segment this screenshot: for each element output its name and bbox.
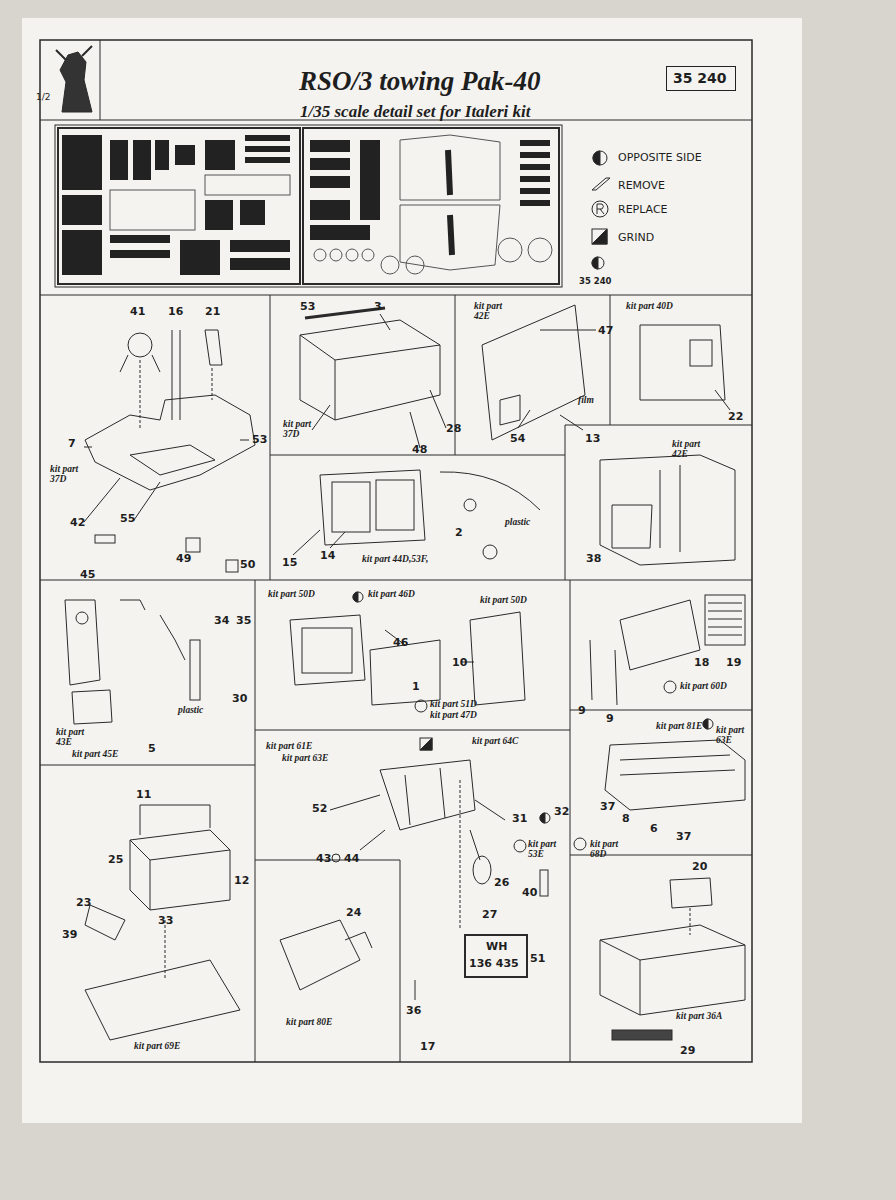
callout-number: 30	[232, 692, 247, 705]
callout-number: 11	[136, 788, 151, 801]
callout-number: 9	[578, 704, 586, 717]
callout-number: 13	[585, 432, 600, 445]
callout-number: 23	[76, 896, 91, 909]
kit-part-note: kit part 69E	[134, 1042, 180, 1052]
callout-number: 17	[420, 1040, 435, 1053]
callout-number: 33	[158, 914, 173, 927]
kit-part-note: kit part 37D	[50, 465, 95, 485]
callout-number: 39	[62, 928, 77, 941]
callout-number: 20	[692, 860, 707, 873]
sheet-title: RSO/3 towing Pak-40	[299, 66, 541, 97]
kit-part-note: kit part 68D	[590, 840, 630, 860]
kit-part-note: plastic	[505, 518, 530, 528]
callout-number: 54	[510, 432, 525, 445]
callout-number: 10	[452, 656, 467, 669]
legend-text: REMOVE	[618, 179, 665, 192]
callout-number: 2	[455, 526, 463, 539]
kit-part-note: kit part 63E	[716, 726, 750, 746]
kit-part-note: kit part 36A	[676, 1012, 722, 1022]
kit-part-note: kit part 51D	[430, 700, 477, 710]
callout-number: 44	[344, 852, 359, 865]
kit-part-note: kit part 50D	[268, 590, 315, 600]
kit-part-note: kit part 45E	[72, 750, 118, 760]
callout-number: 48	[412, 443, 427, 456]
kit-part-note: kit part 80E	[286, 1018, 332, 1028]
callout-number: 6	[650, 822, 658, 835]
callout-number: 49	[176, 552, 191, 565]
kit-part-note: kit part 43E	[56, 728, 96, 748]
callout-number: 1	[412, 680, 420, 693]
callout-number: 8	[622, 812, 630, 825]
callout-number: WH	[486, 940, 507, 953]
callout-number: 53	[300, 300, 315, 313]
callout-number: 25	[108, 853, 123, 866]
callout-number: 37	[600, 800, 615, 813]
callout-number: 29	[680, 1044, 695, 1057]
legend-text: REPLACE	[618, 203, 668, 216]
sheet-note: 1/35 scale detail set for Italeri kit	[300, 102, 530, 122]
code-box: 35 240	[666, 66, 736, 91]
callout-number: 22	[728, 410, 743, 423]
kit-part-note: kit part 53E	[528, 840, 568, 860]
callout-number: 28	[446, 422, 461, 435]
code-text: 35 240	[673, 70, 729, 86]
callout-number: 37	[676, 830, 691, 843]
callout-number: 24	[346, 906, 361, 919]
kit-part-note: kit part 63E	[282, 754, 328, 764]
kit-part-note: kit part 44D,53F,	[362, 555, 428, 565]
callout-number: 18	[694, 656, 709, 669]
kit-part-note: kit part 60D	[680, 682, 727, 692]
callout-number: 32	[554, 805, 569, 818]
callout-number: 40	[522, 886, 537, 899]
callout-number: 136 435	[469, 957, 519, 970]
kit-part-note: kit part 37D	[283, 420, 328, 440]
callout-number: 46	[393, 636, 408, 649]
callout-number: 3	[374, 300, 382, 313]
callout-number: 38	[586, 552, 601, 565]
callout-number: 51	[530, 952, 545, 965]
callout-number: 9	[606, 712, 614, 725]
callout-number: 42	[70, 516, 85, 529]
callout-number: 47	[598, 324, 613, 337]
callout-number: 7	[68, 437, 76, 450]
callout-number: 41	[130, 305, 145, 318]
kit-part-note: kit part 50D	[480, 596, 527, 606]
code-text: 35 240	[579, 276, 616, 286]
kit-part-note: kit part 61E	[266, 742, 312, 752]
sheet-note: 1/2	[36, 92, 50, 102]
callout-number: 36	[406, 1004, 421, 1017]
callout-number: 43	[316, 852, 331, 865]
callout-number: 5	[148, 742, 156, 755]
callout-number: 34	[214, 614, 229, 627]
callout-number: 53	[252, 433, 267, 446]
callout-number: 31	[512, 812, 527, 825]
callout-number: 12	[234, 874, 249, 887]
callout-number: 21	[205, 305, 220, 318]
kit-part-note: kit part 42E	[672, 440, 712, 460]
kit-part-note: kit part 46D	[368, 590, 415, 600]
kit-part-note: film	[578, 396, 594, 406]
kit-part-note: kit part 64C	[472, 737, 518, 747]
callout-number: 35	[236, 614, 251, 627]
callout-number: 15	[282, 556, 297, 569]
callout-number: 14	[320, 549, 335, 562]
callout-number: 26	[494, 876, 509, 889]
legend-text: GRIND	[618, 231, 654, 244]
callout-number: 45	[80, 568, 95, 581]
callout-number: 16	[168, 305, 183, 318]
callout-number: 55	[120, 512, 135, 525]
code-box: 35 240	[576, 274, 619, 291]
kit-part-note: kit part 40D	[626, 302, 673, 312]
legend-text: OPPOSITE SIDE	[618, 151, 702, 164]
callout-number: 52	[312, 802, 327, 815]
kit-part-note: plastic	[178, 706, 203, 716]
kit-part-note: kit part 81E	[656, 722, 702, 732]
callout-number: 27	[482, 908, 497, 921]
kit-part-note: kit part 42E	[474, 302, 514, 322]
callout-number: 50	[240, 558, 255, 571]
kit-part-note: kit part 47D	[430, 711, 477, 721]
callout-number: 19	[726, 656, 741, 669]
